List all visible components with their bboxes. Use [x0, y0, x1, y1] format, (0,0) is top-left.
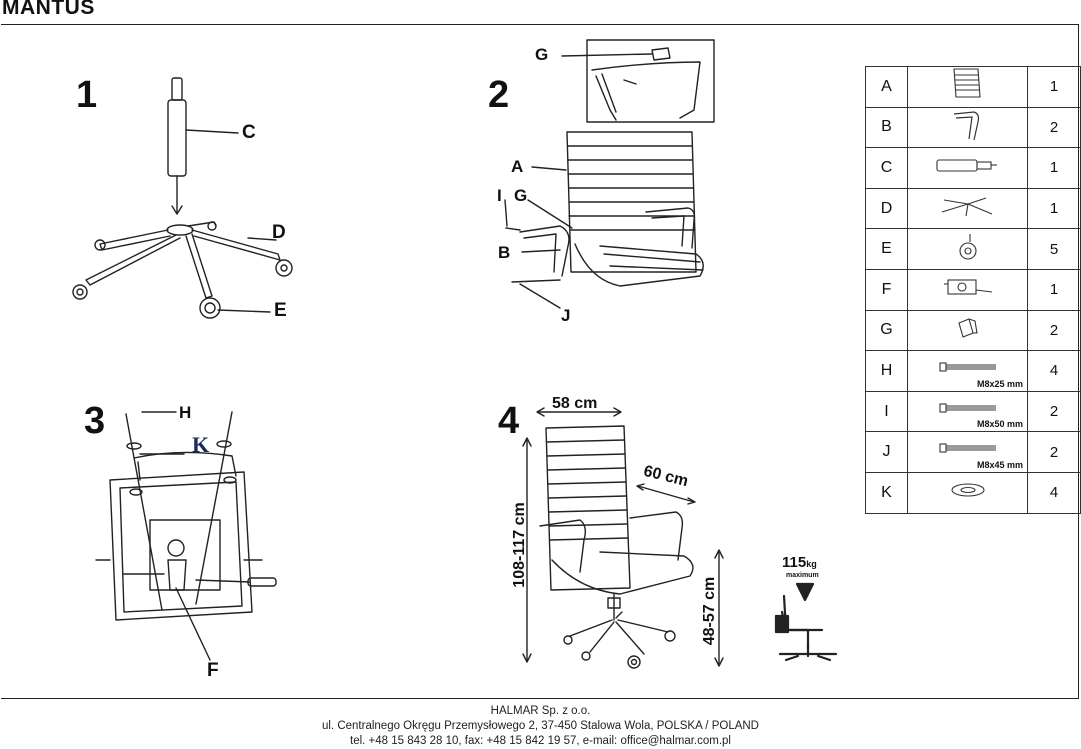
parts-row-i: I M8x50 mm 2	[865, 390, 1081, 433]
label-h: H	[179, 403, 192, 422]
parts-row-g: G 2	[865, 309, 1081, 352]
max-load-value: 115kg	[782, 554, 817, 571]
parts-row-c: C 1	[865, 147, 1081, 189]
part-qty: 4	[1027, 350, 1081, 392]
part-qty: 2	[1027, 309, 1081, 352]
label-b: B	[498, 243, 511, 262]
washer-icon	[907, 471, 1028, 514]
star-base-icon	[907, 187, 1028, 230]
part-qty: 1	[1027, 66, 1081, 108]
parts-row-b: B 2	[865, 106, 1081, 149]
part-letter: H	[865, 350, 908, 392]
part-qty: 4	[1027, 471, 1081, 514]
bolt-icon: M8x25 mm	[907, 350, 1028, 392]
part-letter: A	[865, 66, 908, 108]
company-contact: tel. +48 15 843 28 10, fax: +48 15 842 1…	[350, 735, 731, 747]
parts-row-a: A 1	[865, 66, 1081, 108]
tilt-mechanism-icon	[907, 268, 1028, 311]
step-number-2: 2	[488, 74, 510, 116]
parts-row-h: H M8x25 mm 4	[865, 350, 1081, 392]
dimension-seat-height: 48-57 cm	[701, 576, 718, 646]
part-letter: J	[865, 431, 908, 473]
label-c: C	[242, 122, 256, 143]
max-load-caption: maximum	[786, 572, 819, 579]
armrest-icon	[907, 106, 1028, 149]
part-qty: 2	[1027, 390, 1081, 433]
bolt-icon: M8x50 mm	[907, 390, 1028, 433]
product-title: MANTUS	[2, 0, 95, 19]
step4-illustration	[522, 407, 724, 669]
bolt-size-label: M8x50 mm	[976, 419, 1023, 430]
label-a: A	[511, 157, 524, 176]
bolt-size-label: M8x45 mm	[976, 459, 1023, 470]
label-i: I	[497, 186, 502, 205]
caster-wheel-icon	[907, 228, 1028, 270]
label-k: K	[192, 432, 210, 457]
dimension-height: 108-117 cm	[511, 502, 528, 588]
parts-row-j: J M8x45 mm 2	[865, 431, 1081, 473]
label-g: G	[514, 186, 528, 205]
step3-illustration	[95, 411, 277, 661]
part-letter: F	[865, 268, 908, 311]
company-footer: HALMAR Sp. z o.o. ul. Centralnego Okręgu…	[0, 704, 1081, 749]
step-number-3: 3	[84, 400, 106, 442]
backrest-icon	[907, 66, 1028, 108]
part-letter: G	[865, 309, 908, 352]
label-j: J	[561, 306, 571, 325]
max-load-icon	[774, 582, 838, 662]
step-number-1: 1	[76, 74, 98, 116]
part-letter: K	[865, 471, 908, 514]
cap-icon	[907, 309, 1028, 352]
parts-list-table: A 1 B 2 C 1 D 1 E 5 F 1	[865, 66, 1081, 514]
gas-lift-icon	[907, 147, 1028, 189]
label-e: E	[274, 300, 287, 321]
part-qty: 2	[1027, 106, 1081, 149]
parts-row-f: F 1	[865, 268, 1081, 311]
parts-row-e: E 5	[865, 228, 1081, 270]
company-address: ul. Centralnego Okręgu Przemysłowego 2, …	[321, 720, 759, 732]
parts-row-k: K 4	[865, 471, 1081, 514]
step-number-4: 4	[498, 400, 520, 442]
part-qty: 2	[1027, 431, 1081, 473]
bolt-icon: M8x45 mm	[907, 431, 1028, 473]
part-letter: C	[865, 147, 908, 189]
part-letter: E	[865, 228, 908, 270]
step1-illustration	[72, 77, 293, 319]
part-qty: 1	[1027, 268, 1081, 311]
company-name: HALMAR Sp. z o.o.	[490, 705, 591, 717]
label-f: F	[207, 660, 219, 681]
part-letter: I	[865, 390, 908, 433]
parts-row-d: D 1	[865, 187, 1081, 230]
part-letter: D	[865, 187, 908, 230]
part-qty: 1	[1027, 187, 1081, 230]
label-g-inset: G	[535, 45, 549, 64]
part-qty: 1	[1027, 147, 1081, 189]
label-d: D	[272, 222, 286, 243]
part-letter: B	[865, 106, 908, 149]
step2-illustration	[504, 39, 715, 309]
dimension-width: 58 cm	[552, 395, 598, 412]
part-qty: 5	[1027, 228, 1081, 270]
bolt-size-label: M8x25 mm	[976, 378, 1023, 389]
